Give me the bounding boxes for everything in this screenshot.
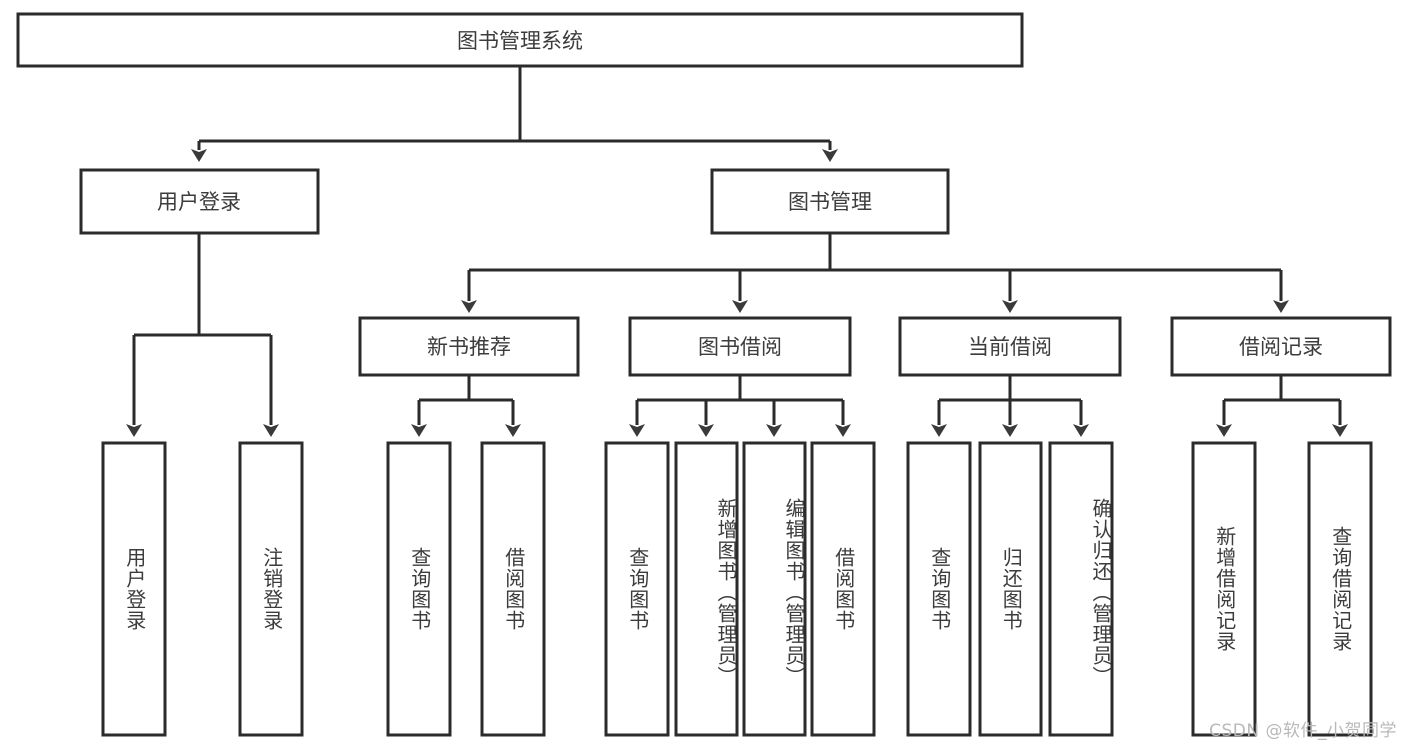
node-leaf-edit-book-box[interactable]	[742, 441, 807, 737]
node-new-book-rec-box[interactable]	[358, 316, 580, 377]
node-borrow-record-label: 借阅记录	[1239, 335, 1323, 359]
node-book-borrow-box[interactable]	[628, 316, 852, 377]
connectors-group	[126, 66, 1348, 437]
node-borrow-record-box[interactable]	[1170, 316, 1392, 377]
node-current-borrow-label: 当前借阅	[968, 335, 1052, 359]
node-leaf-borrow-book-1-box[interactable]	[480, 441, 546, 737]
node-book-manage-label: 图书管理	[788, 190, 872, 214]
node-leaf-add-book-box[interactable]	[674, 441, 739, 737]
watermark-text: CSDN @软件_小贺同学	[1209, 721, 1397, 741]
node-leaf-borrow-book-2-box[interactable]	[810, 441, 876, 737]
node-root-box[interactable]	[16, 12, 1024, 68]
node-leaf-user-logout-box[interactable]	[238, 441, 304, 737]
node-book-borrow-label: 图书借阅	[698, 335, 782, 359]
node-book-manage[interactable]: 图书管理	[710, 168, 950, 235]
node-leaf-query-book-1-box[interactable]	[386, 441, 452, 737]
node-current-borrow-box[interactable]	[898, 316, 1122, 377]
node-user-login-box[interactable]	[79, 168, 320, 235]
node-leaf-user-login-box[interactable]	[101, 441, 167, 737]
node-root[interactable]: 图书管理系统	[16, 12, 1024, 68]
node-book-borrow[interactable]: 图书借阅	[628, 316, 852, 377]
node-leaf-return-book-box[interactable]	[978, 441, 1043, 737]
node-user-login[interactable]: 用户登录	[79, 168, 320, 235]
node-new-book-rec-label: 新书推荐	[427, 335, 511, 359]
node-borrow-record[interactable]: 借阅记录	[1170, 316, 1392, 377]
node-book-manage-box[interactable]	[710, 168, 950, 235]
node-leaf-query-book-3-box[interactable]	[906, 441, 972, 737]
node-leaf-add-record-box[interactable]	[1191, 441, 1257, 737]
node-leaf-query-book-2-box[interactable]	[604, 441, 670, 737]
node-new-book-rec[interactable]: 新书推荐	[358, 316, 580, 377]
node-current-borrow[interactable]: 当前借阅	[898, 316, 1122, 377]
node-root-label: 图书管理系统	[457, 29, 583, 53]
node-leaf-query-record-box[interactable]	[1307, 441, 1373, 737]
node-leaf-confirm-return-box[interactable]	[1048, 441, 1114, 737]
node-user-login-label: 用户登录	[157, 190, 241, 214]
